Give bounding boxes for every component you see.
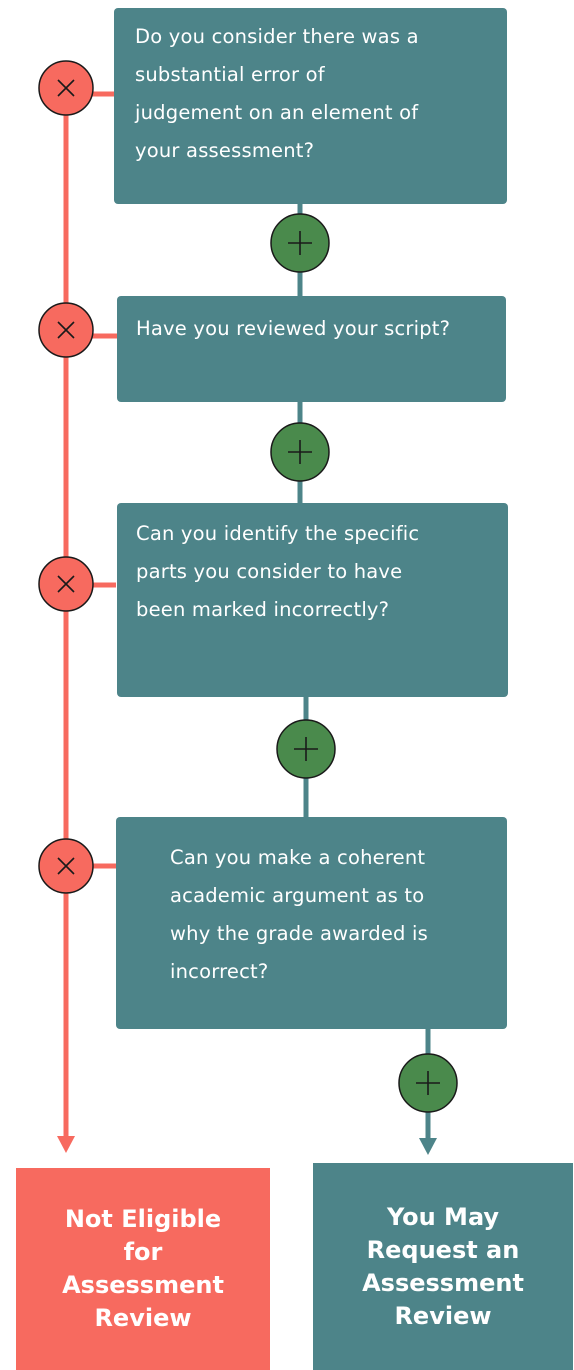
- yes-path-arrowhead: [419, 1138, 437, 1155]
- question-4-line-3: why the grade awarded is: [170, 922, 429, 945]
- question-box-4: Can you make a coherent academic argumen…: [116, 817, 507, 1029]
- question-3-line-3: been marked incorrectly?: [136, 598, 390, 621]
- question-4-line-2: academic argument as to: [170, 884, 425, 907]
- question-1-line-3: judgement on an element of: [135, 101, 419, 124]
- question-1-line-2: substantial error of: [135, 63, 325, 86]
- question-3-line-1: Can you identify the specific: [136, 522, 420, 545]
- x-icon: [38, 302, 94, 358]
- outcome-not-eligible-line-3: Assessment: [62, 1271, 224, 1299]
- question-3-line-2: parts you consider to have: [136, 560, 403, 583]
- question-4-line-4: incorrect?: [170, 960, 269, 983]
- no-path-arrowhead: [57, 1136, 75, 1153]
- plus-icon: [398, 1053, 458, 1113]
- x-icon: [38, 60, 94, 116]
- plus-icon: [270, 213, 330, 273]
- question-box-2: Have you reviewed your script?: [117, 296, 506, 402]
- plus-icon: [276, 719, 336, 779]
- x-icon: [38, 556, 94, 612]
- question-2-line-1: Have you reviewed your script?: [136, 317, 451, 340]
- outcome-may-request-line-2: Request an: [366, 1235, 520, 1264]
- outcome-not-eligible-line-1: Not Eligible: [64, 1205, 222, 1233]
- question-1-line-4: your assessment?: [135, 139, 315, 162]
- question-box-3: Can you identify the specific parts you …: [117, 503, 508, 697]
- question-4-line-1: Can you make a coherent: [170, 846, 426, 869]
- question-1-line-1: Do you consider there was a: [135, 25, 419, 48]
- outcome-may-request: You May Request an Assessment Review: [313, 1163, 573, 1370]
- outcome-may-request-line-1: You May: [386, 1202, 500, 1231]
- question-box-1: Do you consider there was a substantial …: [114, 8, 507, 204]
- outcome-not-eligible: Not Eligible for Assessment Review: [16, 1168, 270, 1370]
- outcome-may-request-line-3: Assessment: [362, 1268, 524, 1297]
- plus-icon: [270, 422, 330, 482]
- outcome-not-eligible-line-4: Review: [94, 1304, 192, 1332]
- x-icon: [38, 838, 94, 894]
- outcome-may-request-line-4: Review: [394, 1301, 492, 1330]
- outcome-not-eligible-line-2: for: [123, 1238, 163, 1266]
